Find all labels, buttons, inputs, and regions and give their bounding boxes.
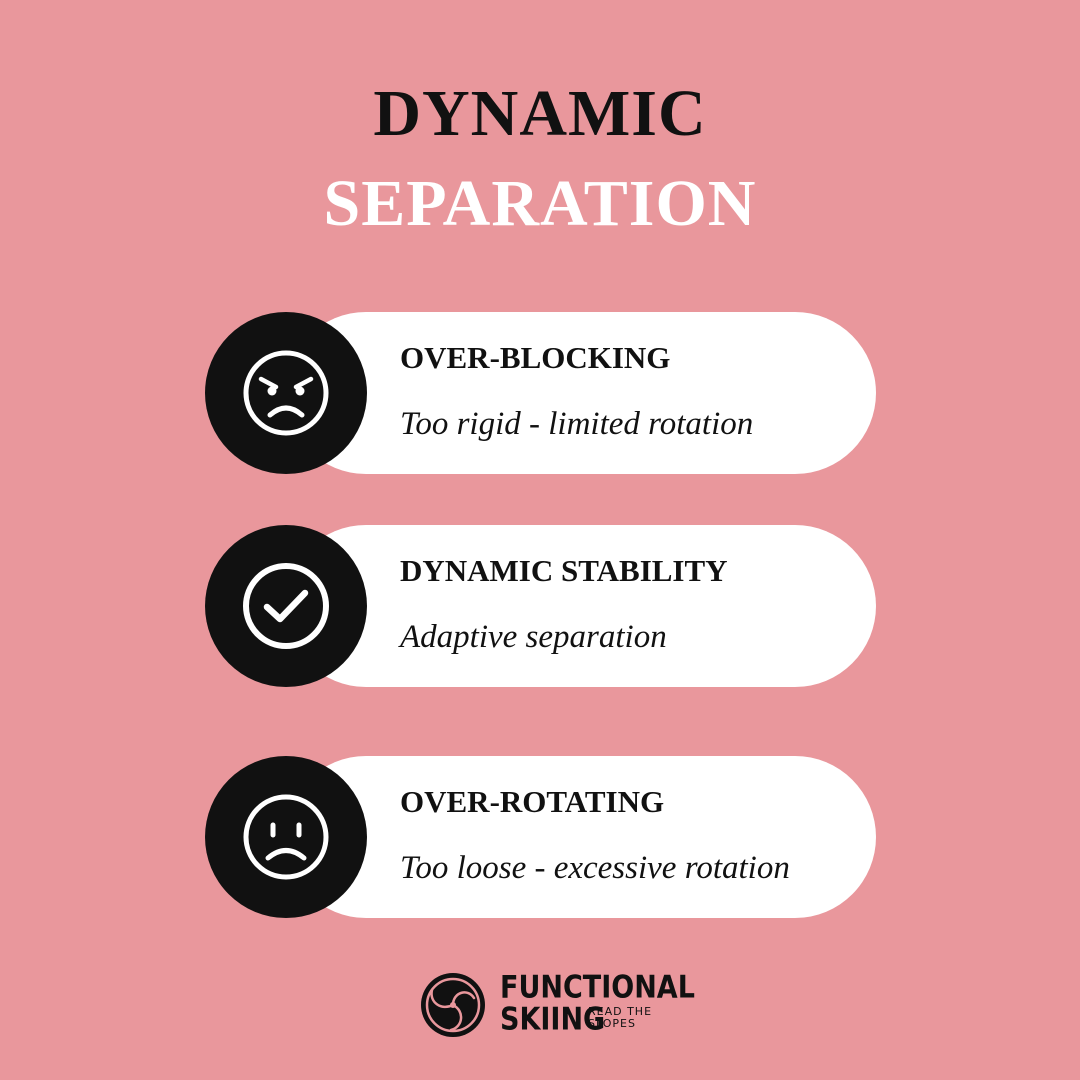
card-description: Too loose - excessive rotation (400, 850, 790, 886)
sad-face-icon (243, 794, 329, 880)
title-line-1: DYNAMIC (373, 77, 707, 150)
card-pill (285, 525, 876, 687)
card-dynamic-stability: DYNAMIC STABILITY Adaptive separation (205, 525, 876, 687)
brand-name-line-1: FUNCTIONAL (500, 970, 695, 1006)
angry-face-icon (243, 350, 329, 436)
icon-badge (205, 525, 367, 687)
card-pill (285, 312, 876, 474)
card-over-rotating: OVER-ROTATING Too loose - excessive rota… (205, 756, 876, 918)
spiral-logo-icon (421, 973, 485, 1037)
card-heading: OVER-ROTATING (400, 784, 665, 819)
card-description: Too rigid - limited rotation (400, 406, 754, 442)
card-heading: DYNAMIC STABILITY (400, 553, 728, 588)
brand-name-line-2: SKIING (500, 1002, 606, 1038)
card-description: Adaptive separation (400, 619, 667, 655)
card-pill (285, 756, 876, 918)
card-over-blocking: OVER-BLOCKING Too rigid - limited rotati… (205, 312, 876, 474)
icon-badge (205, 312, 367, 474)
check-circle-icon (243, 563, 329, 649)
brand-logo: FUNCTIONAL SKIING READ THE SLOPES (420, 968, 695, 1038)
brand-tagline: READ THE SLOPES (588, 1005, 653, 1030)
card-heading: OVER-BLOCKING (400, 340, 671, 375)
title-line-2: SEPARATION (323, 167, 757, 240)
icon-badge (205, 756, 367, 918)
